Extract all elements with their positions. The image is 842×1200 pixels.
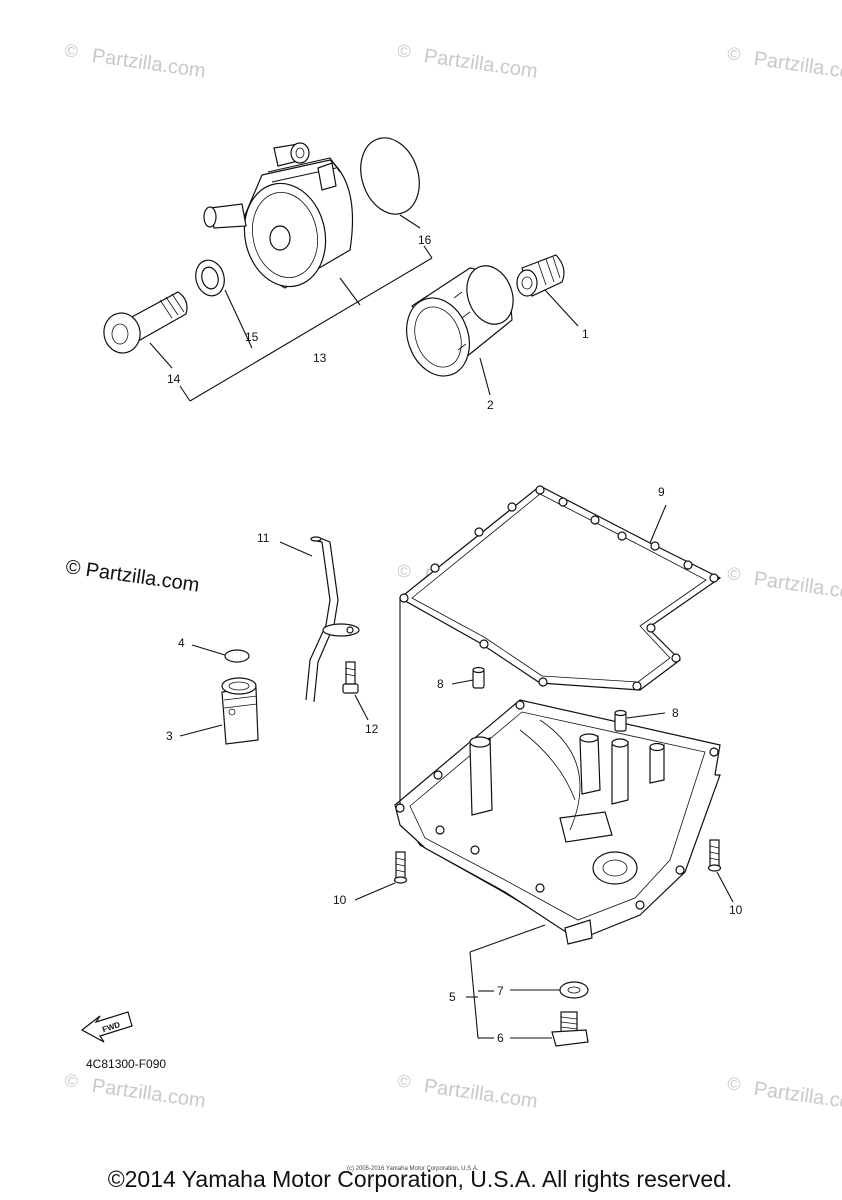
svg-text:©: © bbox=[726, 563, 742, 585]
callout-12: 12 bbox=[365, 722, 379, 736]
callout-labels: 1 2 16 15 14 13 9 11 4 3 8 8 12 10 10 5 … bbox=[166, 233, 743, 1045]
callout-4: 4 bbox=[178, 636, 185, 650]
washer-7-drawing bbox=[559, 981, 589, 999]
callout-8-lower: 8 bbox=[672, 706, 679, 720]
callout-14: 14 bbox=[167, 372, 181, 386]
oil-pipe-11-drawing bbox=[279, 536, 360, 703]
watermark: © Partzilla.com bbox=[63, 40, 207, 83]
oil-pan-gasket-9-drawing bbox=[398, 485, 722, 691]
svg-text:©: © bbox=[63, 40, 79, 62]
svg-text:Partzilla.com: Partzilla.com bbox=[752, 568, 842, 606]
callout-16: 16 bbox=[418, 233, 432, 247]
oil-cooler-group bbox=[103, 137, 579, 402]
svg-text:©: © bbox=[63, 1070, 79, 1092]
svg-text:Partzilla.com: Partzilla.com bbox=[752, 48, 842, 86]
diagram-code: 4C81300-F090 bbox=[86, 1057, 166, 1071]
svg-text:©: © bbox=[396, 40, 412, 62]
callout-3: 3 bbox=[166, 729, 173, 743]
callout-8-upper: 8 bbox=[437, 677, 444, 691]
callout-7: 7 bbox=[497, 984, 504, 998]
drain-bolt-6-drawing bbox=[551, 1011, 589, 1047]
small-copyright: (c) 2005-2016 Yamaha Motor Corporation, … bbox=[347, 1166, 479, 1172]
callout-13: 13 bbox=[313, 351, 327, 365]
svg-text:Partzilla.com: Partzilla.com bbox=[752, 1078, 842, 1116]
bolt-12-drawing bbox=[342, 661, 369, 721]
callout-15: 15 bbox=[245, 330, 259, 344]
oil-pan-drawing bbox=[394, 699, 721, 945]
callout-10-left: 10 bbox=[333, 893, 347, 907]
watermark: © Partzilla.com bbox=[726, 43, 842, 85]
svg-text:Partzilla.com: Partzilla.com bbox=[91, 45, 207, 83]
leader-lines-top bbox=[149, 214, 579, 402]
fitting-1-drawing bbox=[516, 254, 565, 297]
bolt-10-left-drawing bbox=[354, 851, 408, 901]
svg-text:Partzilla.com: Partzilla.com bbox=[423, 45, 539, 83]
callout-10-right: 10 bbox=[729, 903, 743, 917]
callout-9: 9 bbox=[658, 485, 665, 499]
svg-text:Partzilla.com: Partzilla.com bbox=[91, 1075, 207, 1113]
callout-2: 2 bbox=[487, 398, 494, 412]
o-ring-4-drawing bbox=[191, 644, 250, 663]
watermark: © Partzilla.com bbox=[726, 563, 842, 605]
union-bolt-14-drawing bbox=[103, 291, 188, 354]
callout-11: 11 bbox=[257, 531, 270, 545]
svg-text:©: © bbox=[726, 1073, 742, 1095]
oil-cooler-drawing bbox=[203, 142, 354, 289]
o-ring-16-drawing bbox=[360, 137, 420, 215]
watermark: © Partzilla.com bbox=[63, 1070, 207, 1113]
watermark: © Partzilla.com bbox=[396, 40, 539, 82]
svg-text:©: © bbox=[396, 1070, 412, 1092]
oil-filter-2-drawing bbox=[406, 265, 514, 377]
callout-6: 6 bbox=[497, 1031, 504, 1045]
relief-valve-3-drawing bbox=[179, 677, 259, 745]
bolt-10-right-drawing bbox=[707, 839, 734, 903]
forward-arrow-icon: FWD bbox=[80, 1011, 133, 1043]
svg-text:©: © bbox=[726, 43, 742, 65]
callout-5: 5 bbox=[449, 990, 456, 1004]
dowel-pin-8-lower-drawing bbox=[614, 709, 666, 732]
watermark: © Partzilla.com bbox=[396, 1070, 539, 1112]
washer-15-drawing bbox=[195, 259, 225, 297]
callout-1: 1 bbox=[582, 327, 589, 341]
svg-text:Partzilla.com: Partzilla.com bbox=[423, 1075, 539, 1113]
leader-lines-bottom bbox=[399, 598, 560, 1039]
watermark: © Partzilla.com bbox=[726, 1073, 842, 1115]
copyright-footer: ©2014 Yamaha Motor Corporation, U.S.A. A… bbox=[108, 1166, 733, 1192]
watermark-prominent: © Partzilla.com bbox=[64, 556, 201, 597]
svg-text:©: © bbox=[396, 560, 412, 582]
dowel-pin-8-upper-drawing bbox=[451, 666, 485, 689]
